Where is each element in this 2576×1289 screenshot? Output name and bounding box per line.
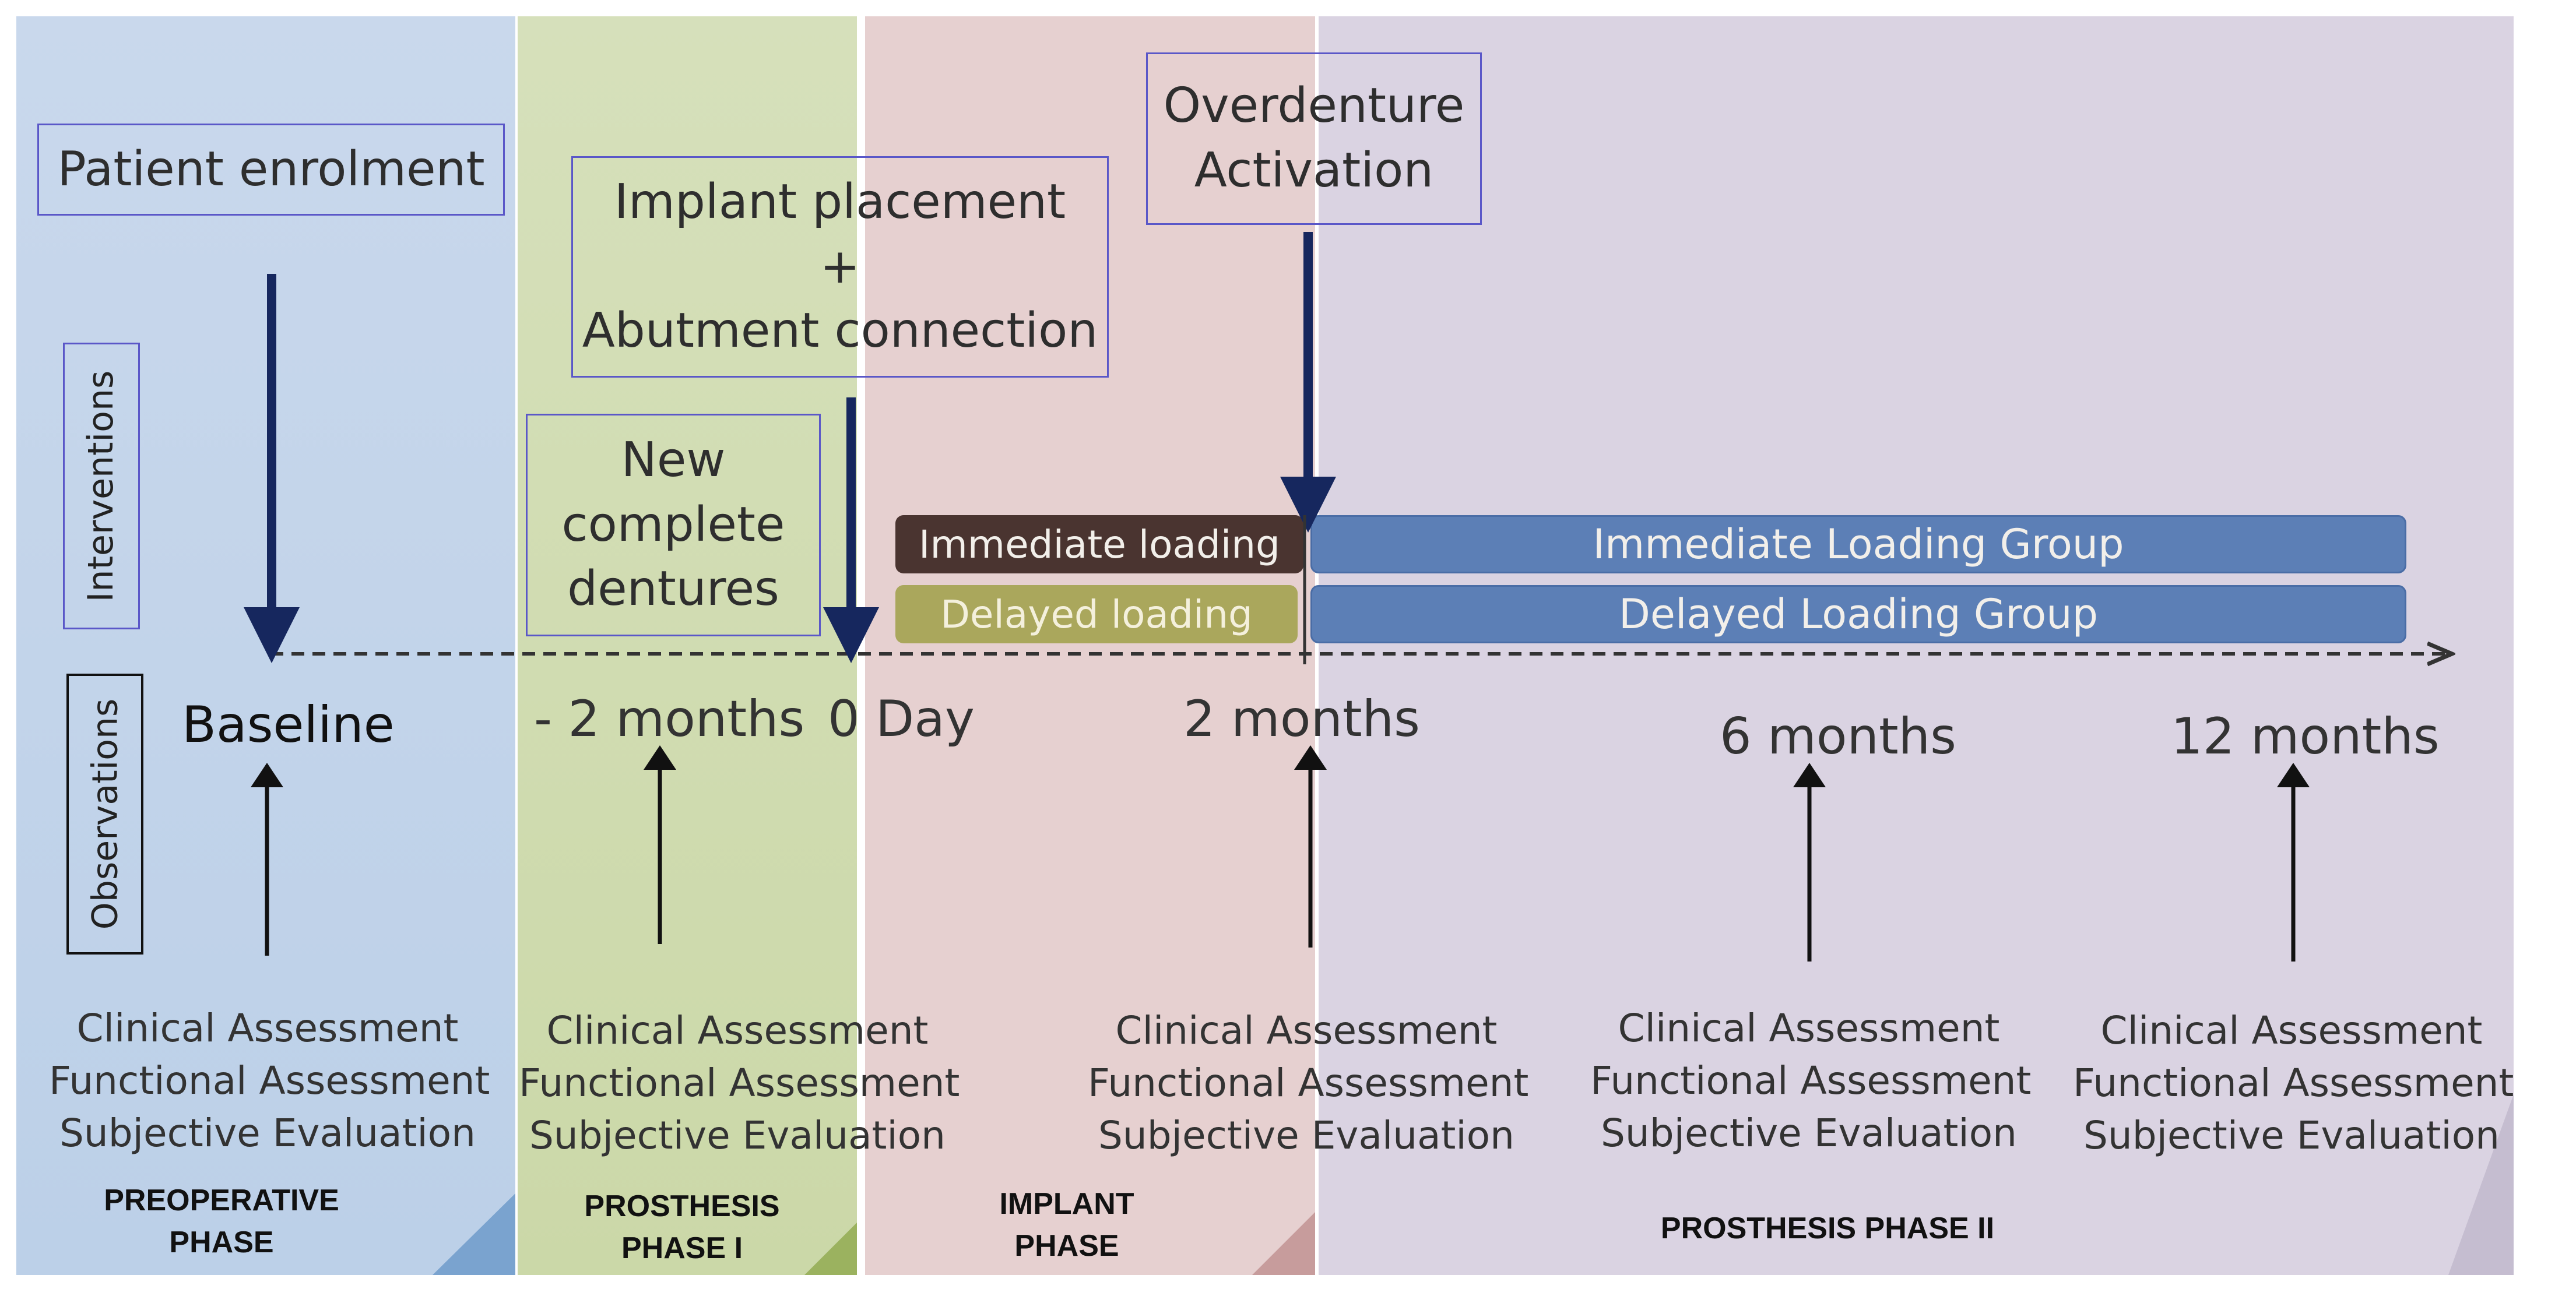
interventions-label-box: Interventions — [63, 343, 140, 629]
subjective-evaluation-text: Subjective Evaluation — [59, 1111, 476, 1156]
clinical-assessment-text: Clinical Assessment — [1618, 1006, 2000, 1051]
implant-placement-line: Implant placement — [614, 174, 1066, 230]
minus-2-months-label: - 2 months — [534, 690, 805, 748]
clinical-assessment-text: Clinical Assessment — [76, 1006, 459, 1051]
delayed-loading-label: Delayed loading — [940, 591, 1253, 637]
immediate-loading-label: Immediate loading — [919, 522, 1280, 567]
clinical-assessment-text: Clinical Assessment — [1115, 1008, 1498, 1053]
delayed-loading-group-label: Delayed Loading Group — [1618, 590, 2099, 638]
subjective-evaluation-text: Subjective Evaluation — [2083, 1113, 2500, 1158]
clinical-assessment-text: Clinical Assessment — [546, 1008, 929, 1053]
implant-phase-panel — [865, 16, 1315, 1275]
two-months-label: 2 months — [1183, 690, 1420, 748]
six-months-label: 6 months — [1720, 707, 1956, 766]
overdenture-activation-box: Overdenture Activation — [1146, 52, 1482, 225]
functional-assessment-text: Functional Assessment — [1088, 1061, 1529, 1105]
dentures-line-2: complete — [561, 496, 785, 552]
immediate-loading-bar: Immediate loading — [895, 515, 1303, 573]
patient-enrolment-box: Patient enrolment — [37, 124, 505, 216]
overdenture-line-1: Overdenture — [1163, 78, 1465, 134]
dentures-line-3: dentures — [567, 561, 779, 617]
patient-enrolment-label: Patient enrolment — [57, 141, 485, 197]
observations-label-box: Observations — [66, 674, 143, 955]
overdenture-line-2: Activation — [1194, 143, 1434, 198]
prosthesis-phase-2-panel — [1319, 16, 2514, 1275]
preoperative-phase-label: PREOPERATIVE PHASE — [104, 1184, 339, 1259]
twelve-months-label: 12 months — [2171, 707, 2440, 766]
day-0-label: 0 Day — [828, 690, 975, 748]
delayed-loading-group-bar: Delayed Loading Group — [1310, 585, 2406, 643]
subjective-evaluation-text: Subjective Evaluation — [529, 1113, 946, 1158]
immediate-loading-group-label: Immediate Loading Group — [1593, 520, 2124, 568]
prosthesis-phase-2-label: PROSTHESIS PHASE II — [1660, 1211, 1995, 1245]
functional-assessment-text: Functional Assessment — [2073, 1061, 2514, 1105]
abutment-connection-line: Abutment connection — [582, 303, 1098, 359]
implant-plus-line: + — [820, 238, 860, 294]
baseline-assessments: Clinical Assessment Functional Assessmen… — [49, 1002, 490, 1160]
m6-assessments: Clinical Assessment Functional Assessmen… — [1590, 1002, 2032, 1160]
implant-placement-box: Implant placement + Abutment connection — [571, 156, 1109, 378]
baseline-label: Baseline — [182, 696, 395, 754]
prosthesis-phase-1-label: PROSTHESIS PHASE I — [584, 1189, 780, 1265]
functional-assessment-text: Functional Assessment — [519, 1061, 960, 1105]
immediate-loading-group-bar: Immediate Loading Group — [1310, 515, 2406, 573]
functional-assessment-text: Functional Assessment — [49, 1058, 490, 1103]
m2-assessments: Clinical Assessment Functional Assessmen… — [1088, 1005, 1529, 1162]
minus2m-assessments: Clinical Assessment Functional Assessmen… — [519, 1005, 960, 1162]
clinical-assessment-text: Clinical Assessment — [2100, 1008, 2483, 1053]
dentures-line-1: New — [621, 432, 726, 488]
delayed-loading-bar: Delayed loading — [895, 585, 1298, 643]
subjective-evaluation-text: Subjective Evaluation — [1098, 1113, 1514, 1158]
implant-phase-label: IMPLANT PHASE — [999, 1187, 1134, 1263]
m12-assessments: Clinical Assessment Functional Assessmen… — [2073, 1005, 2514, 1162]
prosthesis-phase-1-panel — [518, 16, 857, 1275]
subjective-evaluation-text: Subjective Evaluation — [1601, 1111, 2017, 1156]
functional-assessment-text: Functional Assessment — [1590, 1058, 2032, 1103]
new-complete-dentures-box: New complete dentures — [526, 414, 821, 636]
